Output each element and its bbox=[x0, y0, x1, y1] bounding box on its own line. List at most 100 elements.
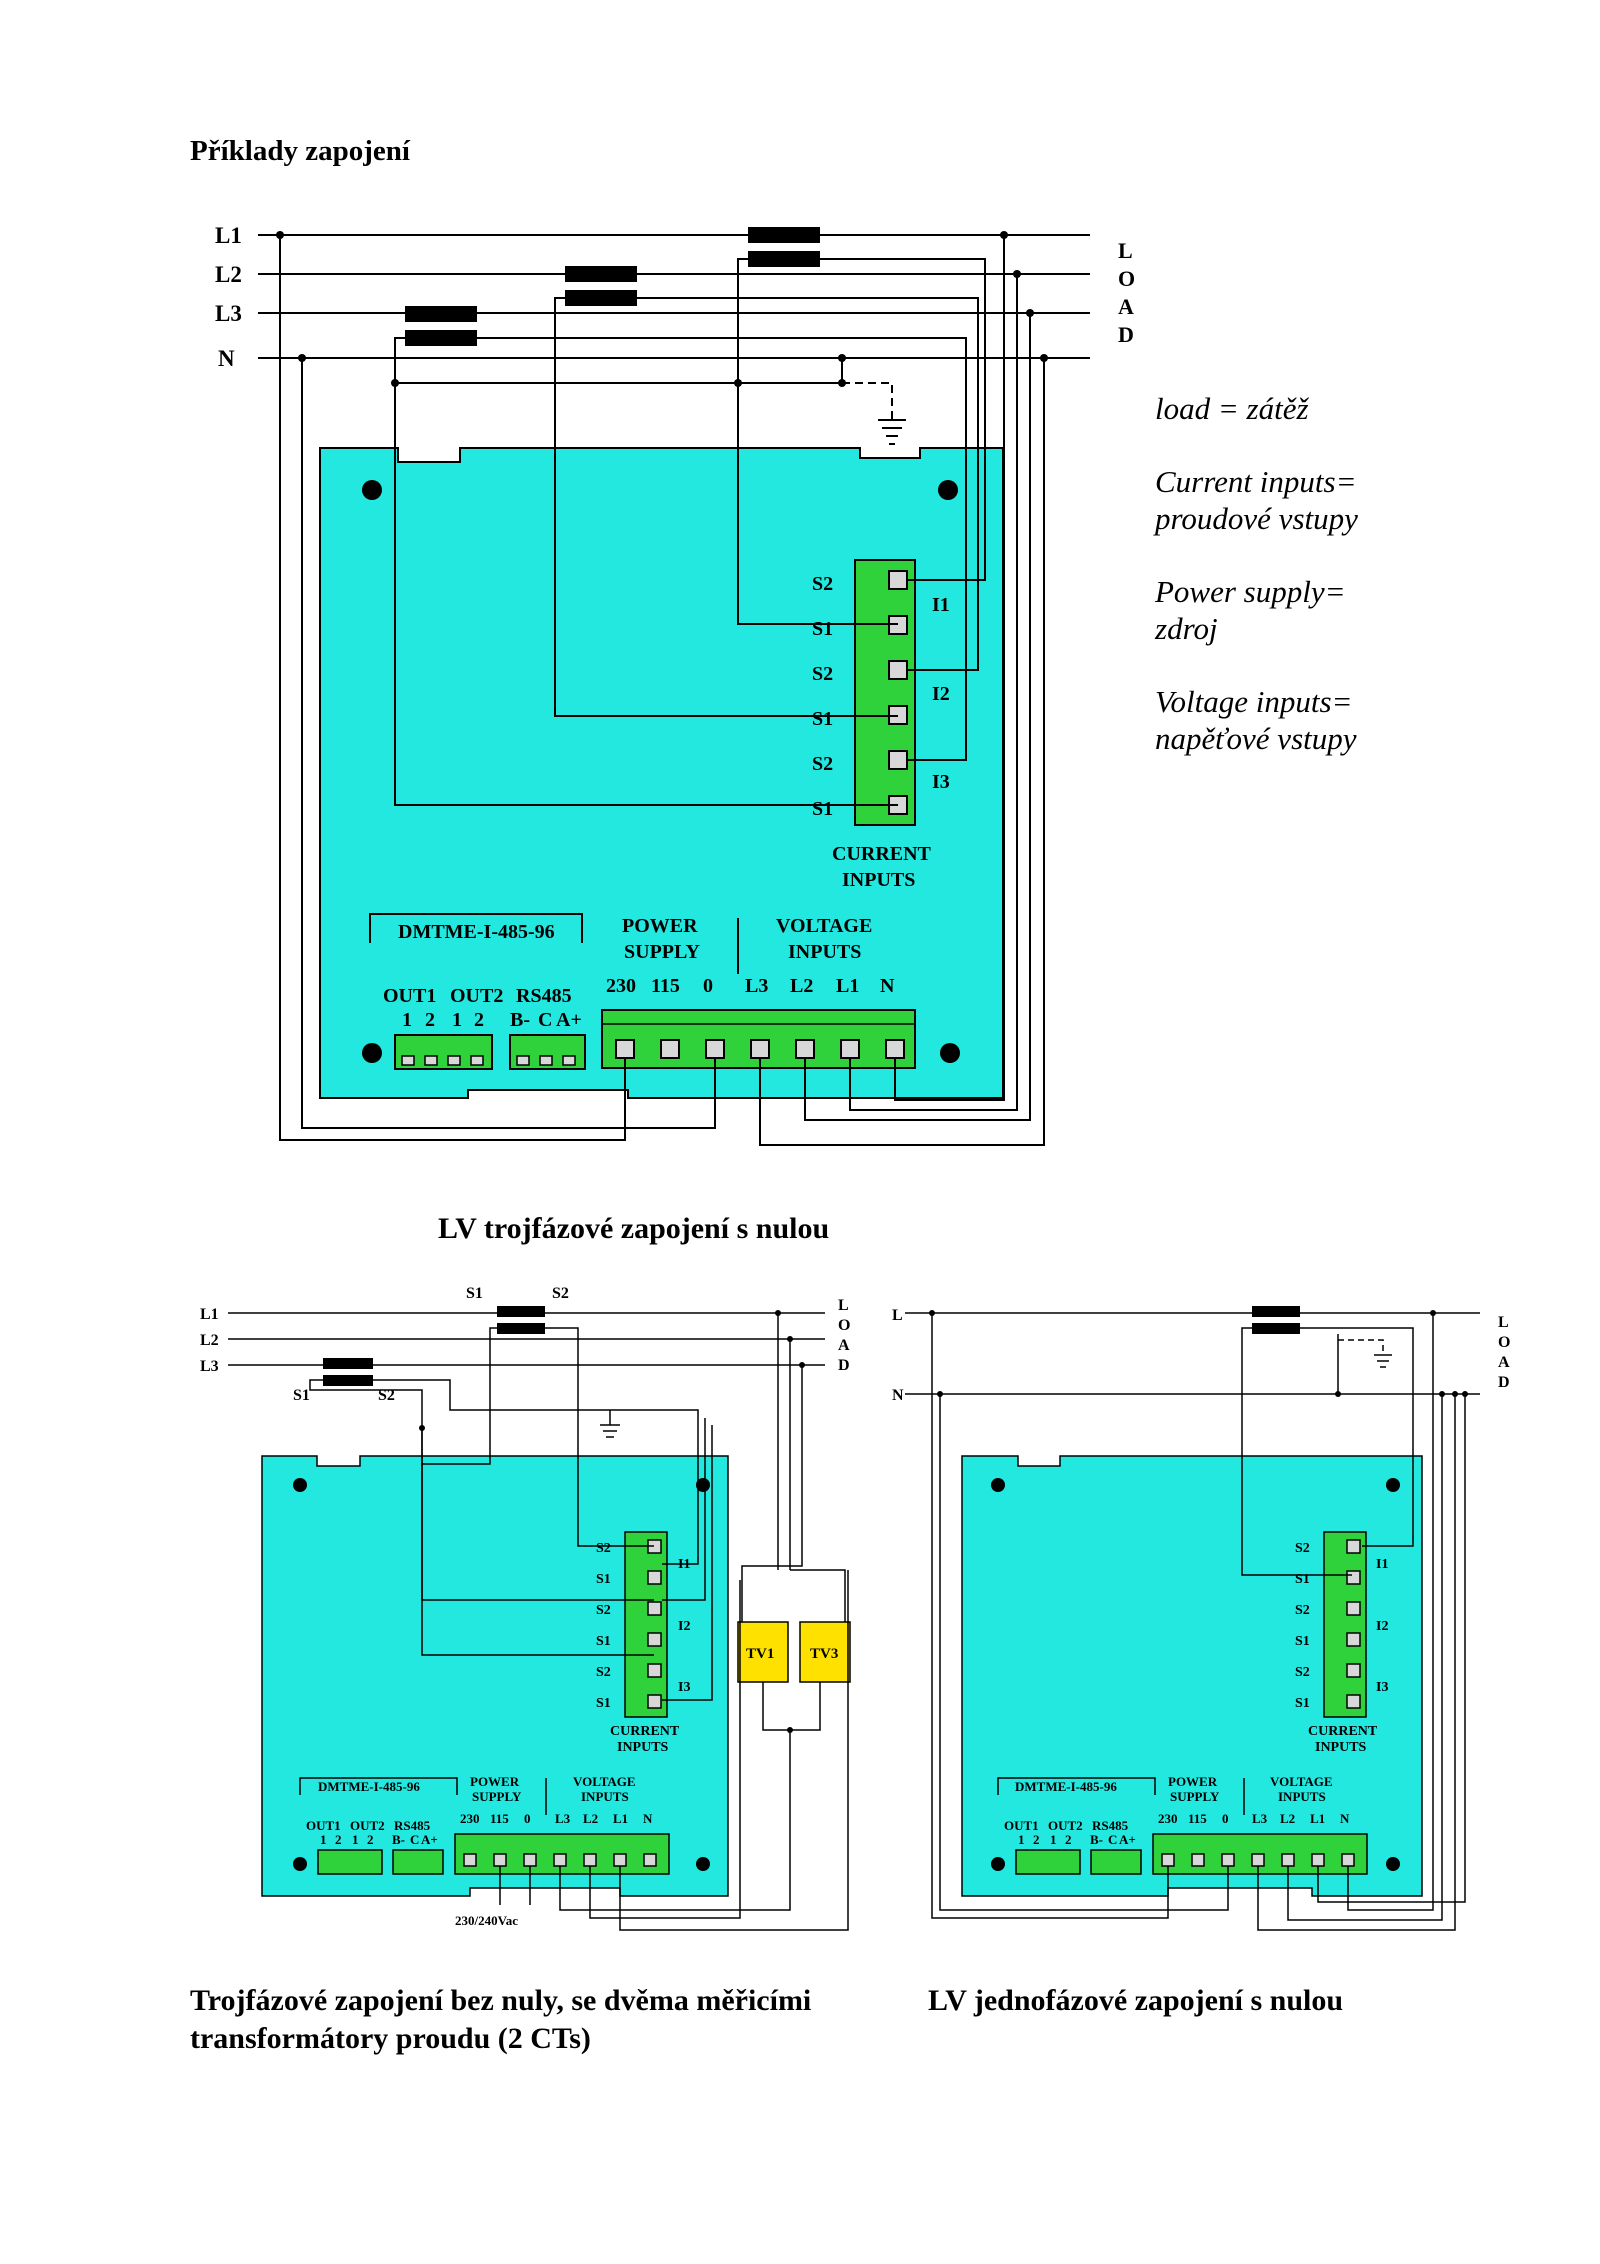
voltage-inputs-label: VOLTAGE bbox=[776, 915, 872, 937]
out-terminal-block bbox=[1015, 1849, 1081, 1875]
wiring-diagram-3ph-2ct: L1 L2 L3 L O A D S1 S2 S1 S2 S2 S1 S2 S1… bbox=[200, 1285, 851, 1931]
out-pin-label: 2 bbox=[425, 1009, 435, 1031]
supply-note: 230/240Vac bbox=[455, 1913, 518, 1928]
current-input-terminal-block bbox=[624, 1531, 668, 1718]
out-pin-label: C bbox=[538, 1009, 552, 1031]
out-pin-label: A+ bbox=[1119, 1832, 1136, 1847]
supply-term-label: 230 bbox=[460, 1811, 480, 1826]
ct-l bbox=[1252, 1306, 1300, 1334]
voltage-inputs-label: INPUTS bbox=[1278, 1789, 1326, 1804]
mounting-hole bbox=[362, 1043, 382, 1063]
page-title: Příklady zapojení bbox=[190, 135, 410, 167]
voltage-term-label: L1 bbox=[1310, 1811, 1325, 1826]
ct-channel-label: I3 bbox=[1376, 1680, 1388, 1695]
wiring-diagram-3ph-neutral: L1 L2 L3 N L O A D S2 S1 S2 S1 S2 S1 bbox=[215, 223, 1135, 1146]
out-pin-label: 1 bbox=[1050, 1832, 1057, 1847]
load-letter: A bbox=[1118, 294, 1134, 319]
power-supply-label: SUPPLY bbox=[624, 941, 701, 963]
load-letter: D bbox=[1118, 322, 1134, 347]
vt-label: TV1 bbox=[746, 1646, 774, 1662]
current-input-terminal-block bbox=[854, 559, 916, 826]
supply-term-label: 230 bbox=[1158, 1811, 1178, 1826]
rs485-terminal-block bbox=[392, 1849, 444, 1875]
out-label: OUT2 bbox=[350, 1818, 385, 1833]
line-label-l2: L2 bbox=[200, 1332, 219, 1349]
ct-s1-label: S1 bbox=[466, 1285, 483, 1302]
voltage-term-label: L1 bbox=[613, 1811, 628, 1826]
supply-term-label: 0 bbox=[524, 1811, 531, 1826]
rs485-terminal-block bbox=[1090, 1849, 1142, 1875]
load-letter: L bbox=[838, 1297, 849, 1314]
ct-channel-label: I3 bbox=[678, 1680, 690, 1695]
wiring-diagram-1ph-neutral: L N L O A D S2 S1 S2 S1 S2 S1 I1 I2 I3 C… bbox=[892, 1306, 1510, 1931]
ct-channel-label: I1 bbox=[932, 594, 950, 616]
power-supply-label: SUPPLY bbox=[1170, 1789, 1220, 1804]
out-pin-label: 2 bbox=[335, 1832, 342, 1847]
out-pin-label: 2 bbox=[1033, 1832, 1040, 1847]
ct-l1 bbox=[748, 227, 820, 267]
out-pin-label: A+ bbox=[556, 1009, 582, 1031]
ct-l3 bbox=[405, 306, 477, 346]
out-pin-label: 2 bbox=[474, 1009, 484, 1031]
vt-tv1 bbox=[737, 1621, 789, 1683]
current-input-terminal-block bbox=[1323, 1531, 1367, 1718]
line-label-l1: L1 bbox=[200, 1306, 219, 1323]
mounting-hole bbox=[938, 480, 958, 500]
out-pin-label: C bbox=[1108, 1832, 1117, 1847]
current-inputs-label: CURRENT bbox=[1308, 1724, 1378, 1739]
legend-item-power-supply: Power supply= zdroj bbox=[1155, 574, 1346, 646]
ct-terminal-label: S2 bbox=[812, 663, 833, 685]
power-voltage-terminal-block bbox=[454, 1833, 670, 1875]
current-inputs-label: CURRENT bbox=[832, 843, 932, 865]
ct-terminal-label: S1 bbox=[596, 1634, 611, 1649]
line-label-l: L bbox=[892, 1307, 903, 1324]
ct-terminal-label: S2 bbox=[812, 573, 833, 595]
load-letter: A bbox=[838, 1337, 850, 1354]
voltage-term-label: L1 bbox=[836, 975, 859, 997]
out-label: OUT2 bbox=[1048, 1818, 1083, 1833]
load-letter: L bbox=[1498, 1314, 1509, 1331]
out-pin-label: 1 bbox=[452, 1009, 462, 1031]
out-pin-label: C bbox=[410, 1832, 419, 1847]
rs485-terminal-block bbox=[509, 1034, 586, 1070]
out-label: OUT2 bbox=[450, 985, 503, 1007]
legend-item-voltage-inputs: Voltage inputs= napěťové vstupy bbox=[1155, 684, 1357, 756]
out-label: OUT1 bbox=[1004, 1818, 1039, 1833]
power-voltage-terminal-block bbox=[1152, 1833, 1368, 1875]
out-label: RS485 bbox=[1092, 1818, 1129, 1833]
out-pin-label: 2 bbox=[1065, 1832, 1072, 1847]
ct-channel-label: I2 bbox=[1376, 1619, 1388, 1634]
load-letter: O bbox=[1498, 1334, 1510, 1351]
current-inputs-label: CURRENT bbox=[610, 1724, 680, 1739]
out-pin-label: 2 bbox=[367, 1832, 374, 1847]
ct-channel-label: I2 bbox=[678, 1619, 690, 1634]
voltage-term-label: L2 bbox=[1280, 1811, 1295, 1826]
legend-item-load: load = zátěž bbox=[1155, 391, 1309, 426]
voltage-term-label: L3 bbox=[745, 975, 768, 997]
out-pin-label: B- bbox=[1090, 1832, 1103, 1847]
voltage-term-label: N bbox=[880, 975, 895, 997]
load-letter: D bbox=[1498, 1374, 1510, 1391]
load-letter: D bbox=[838, 1357, 850, 1374]
ct-s2-label: S2 bbox=[378, 1387, 395, 1404]
mounting-hole bbox=[362, 480, 382, 500]
line-label-n: N bbox=[218, 346, 235, 371]
out-terminal-block bbox=[394, 1034, 493, 1070]
vt-label: TV3 bbox=[810, 1646, 838, 1662]
out-label: OUT1 bbox=[306, 1818, 341, 1833]
ct-terminal-label: S2 bbox=[596, 1541, 611, 1556]
supply-term-label: 115 bbox=[490, 1811, 509, 1826]
line-label-l3: L3 bbox=[200, 1358, 219, 1375]
out-pin-label: B- bbox=[510, 1009, 530, 1031]
voltage-term-label: L3 bbox=[1252, 1811, 1268, 1826]
out-pin-label: 1 bbox=[352, 1832, 359, 1847]
ct-channel-label: I3 bbox=[932, 771, 950, 793]
line-label-n: N bbox=[892, 1387, 904, 1404]
out-pin-label: 1 bbox=[1018, 1832, 1025, 1847]
voltage-term-label: N bbox=[643, 1811, 653, 1826]
supply-term-label: 115 bbox=[651, 975, 680, 997]
out-pin-label: 1 bbox=[402, 1009, 412, 1031]
supply-term-label: 115 bbox=[1188, 1811, 1207, 1826]
out-label: OUT1 bbox=[383, 985, 436, 1007]
line-label-l3: L3 bbox=[215, 301, 242, 326]
